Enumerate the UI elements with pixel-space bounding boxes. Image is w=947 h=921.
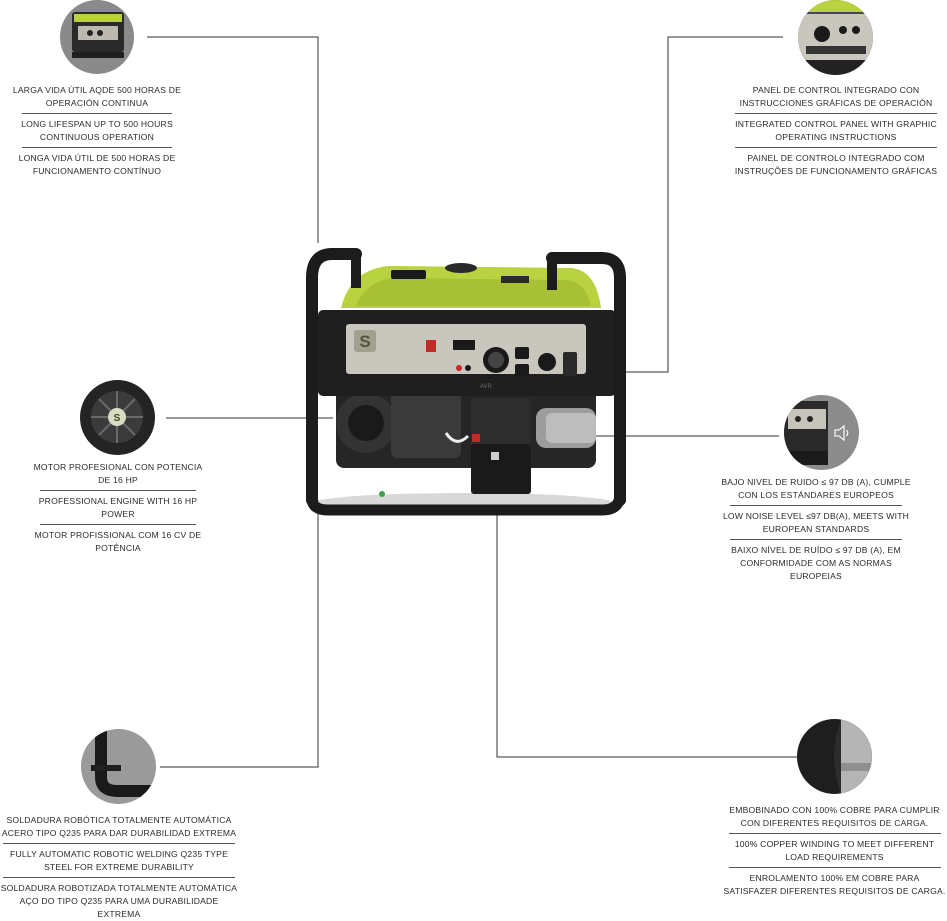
speaker-icon [832, 423, 852, 443]
connector-panel [585, 36, 783, 373]
feature-lifespan-es: LARGA VIDA ÚTIL AQDE 500 HORAS DE OPERAC… [12, 85, 182, 108]
feature-engine: MOTOR PROFESIONAL CON POTENCIA DE 16 HP … [30, 461, 206, 555]
connector-copper [496, 500, 797, 758]
feature-engine-en: PROFESSIONAL ENGINE WITH 16 HP POWER [38, 496, 198, 519]
feature-noise-pt: BAIXO NÍVEL DE RUÍDO ≤ 97 DB (A), EM CON… [731, 545, 901, 581]
feature-noise-es: BAJO NIVEL DE RUIDO ≤ 97 DB (A), CUMPLE … [721, 477, 911, 500]
feature-copper-es: EMBOBINADO CON 100% COBRE PARA CUMPLIR C… [729, 805, 940, 828]
generator-image: S AVR [296, 248, 636, 516]
feature-lifespan: LARGA VIDA ÚTIL AQDE 500 HORAS DE OPERAC… [12, 84, 182, 178]
detail-photo-noise [784, 395, 859, 470]
brand-logo-mark: S [359, 332, 370, 351]
connector-lifespan [147, 36, 319, 243]
feature-engine-es: MOTOR PROFESIONAL CON POTENCIA DE 16 HP [33, 462, 203, 485]
feature-noise: BAJO NIVEL DE RUIDO ≤ 97 DB (A), CUMPLE … [718, 476, 914, 583]
feature-noise-en: LOW NOISE LEVEL ≤97 DB(A), MEETS WITH EU… [722, 511, 910, 534]
connector-welding [160, 500, 319, 768]
detail-photo-copper [797, 719, 872, 794]
feature-panel-en: INTEGRATED CONTROL PANEL WITH GRAPHIC OP… [735, 119, 937, 142]
feature-lifespan-pt: LONGA VIDA ÚTIL DE 500 HORAS DE FUNCIONA… [18, 153, 176, 176]
feature-panel: PANEL DE CONTROL INTEGRADO CON INSTRUCCI… [730, 84, 942, 178]
detail-photo-welding [81, 729, 156, 804]
feature-lifespan-en: LONG LIFESPAN UP TO 500 HOURS CONTINUOUS… [21, 119, 173, 142]
feature-welding-pt: SOLDADURA ROBOTIZADA TOTALMENTE AUTOMÁTI… [0, 883, 238, 919]
feature-copper-pt: ENROLAMENTO 100% EM COBRE PARA SATISFAZE… [723, 873, 946, 896]
feature-copper-en: 100% COPPER WINDING TO MEET DIFFERENT LO… [734, 839, 935, 862]
feature-engine-pt: MOTOR PROFISSIONAL COM 16 CV DE POTÊNCIA [34, 530, 202, 553]
svg-text:S: S [114, 413, 121, 424]
feature-copper: EMBOBINADO CON 100% COBRE PARA CUMPLIR C… [722, 804, 947, 898]
feature-welding-en: FULLY AUTOMATIC ROBOTIC WELDING Q235 TYP… [10, 849, 228, 872]
detail-photo-panel [798, 0, 873, 75]
panel-label: AVR [480, 384, 493, 390]
feature-panel-es: PANEL DE CONTROL INTEGRADO CON INSTRUCCI… [739, 85, 933, 108]
detail-photo-engine: S [80, 380, 155, 455]
detail-photo-lifespan [60, 0, 134, 74]
feature-panel-pt: PAINEL DE CONTROLO INTEGRADO COM INSTRUÇ… [734, 153, 938, 176]
feature-welding-es: SOLDADURA ROBÓTICA TOTALMENTE AUTOMÁTICA… [1, 815, 237, 838]
feature-welding: SOLDADURA ROBÓTICA TOTALMENTE AUTOMÁTICA… [0, 814, 238, 921]
